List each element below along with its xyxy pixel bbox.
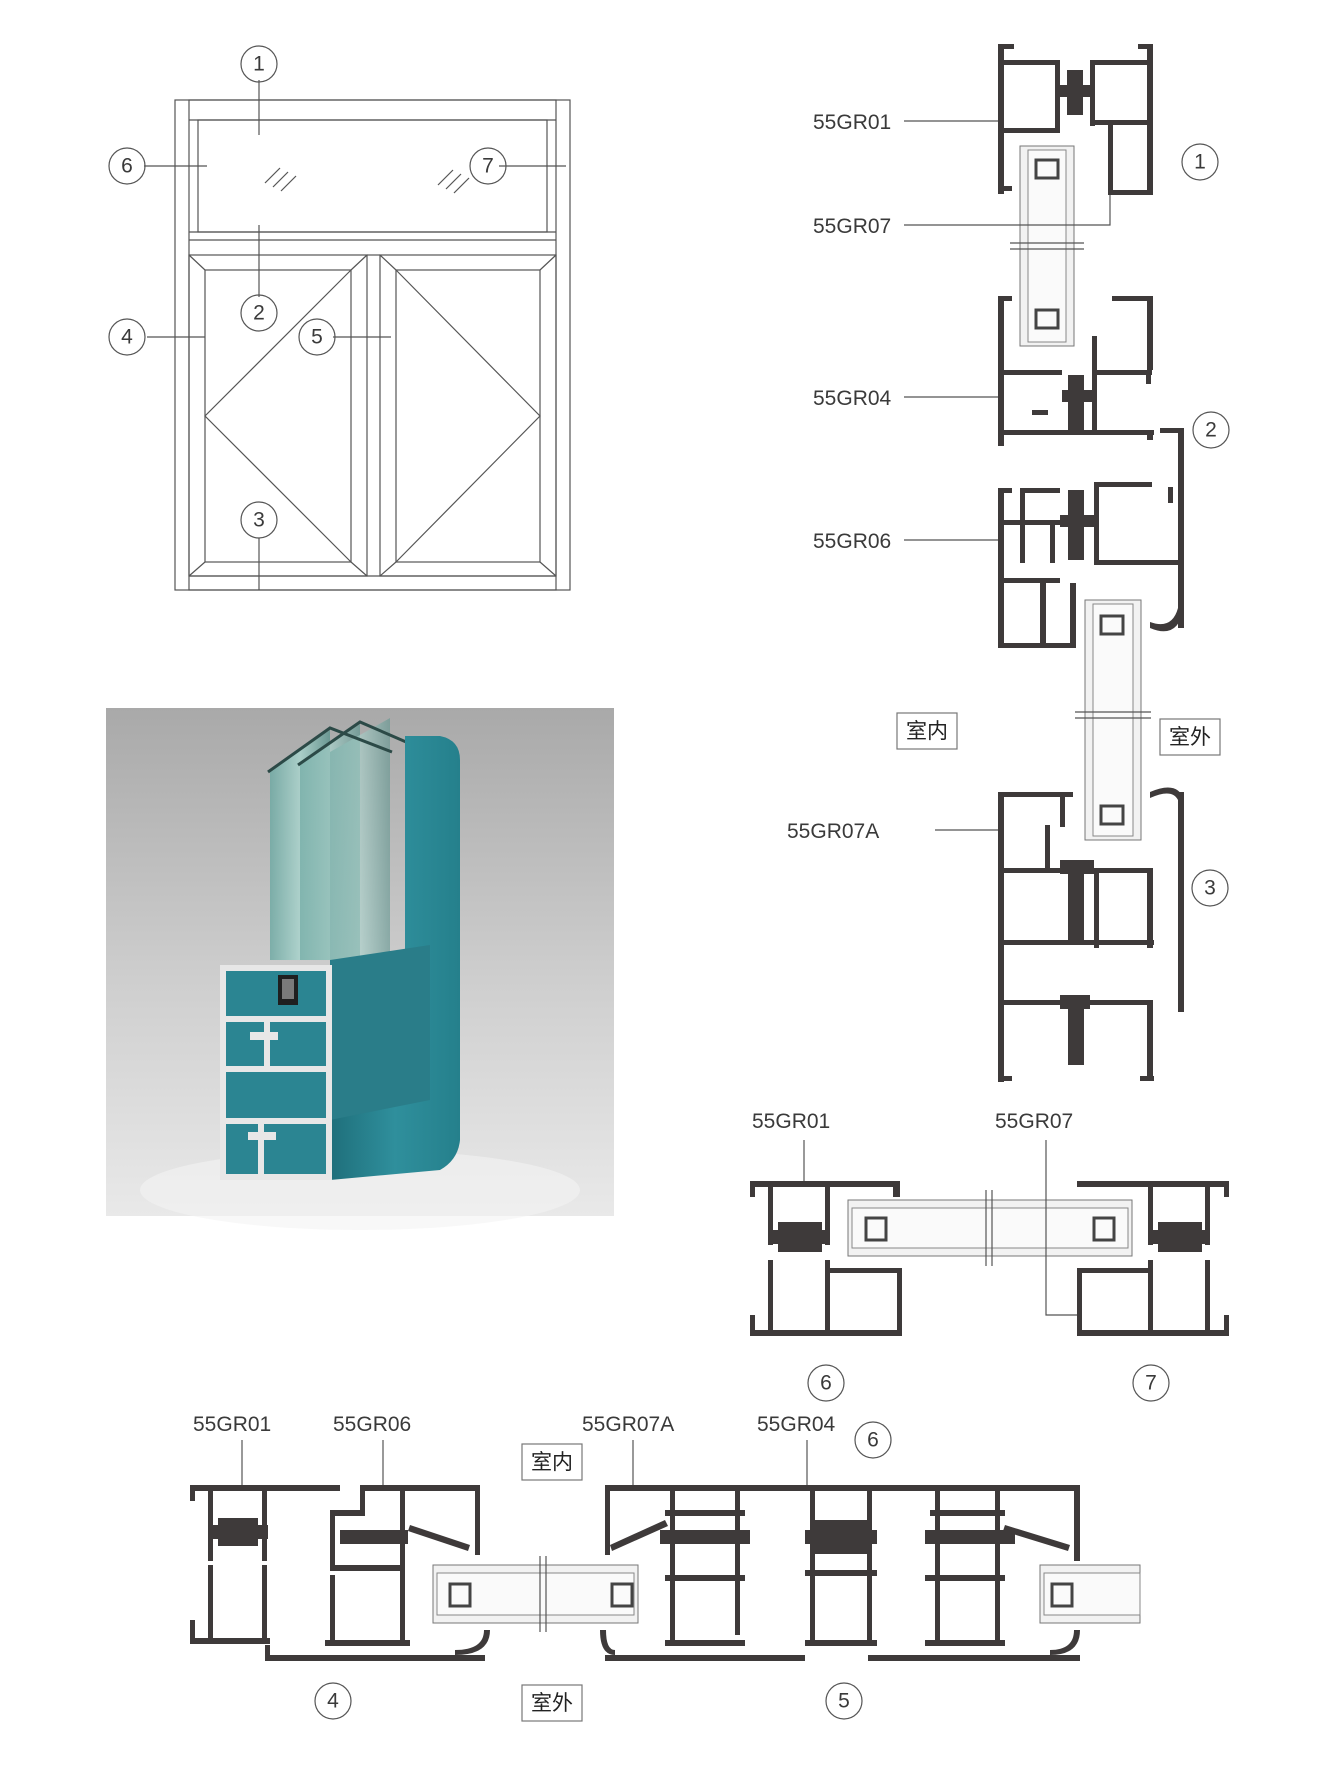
profile-55gr07a-bottom [600, 1485, 805, 1661]
profile-55gr06-vertical [998, 482, 1184, 648]
callout-2: 2 [240, 294, 278, 332]
profile-55gr01-bottom [190, 1485, 340, 1644]
window-elevation: 1 6 7 2 4 5 3 [108, 45, 571, 591]
vertical-section: 55GR01 55GR07 1 55GR04 55GR06 2 室内 室外 55… [787, 44, 1230, 1082]
left-sash [188, 254, 368, 577]
inside-tag: 室内 [896, 712, 958, 750]
marker-4: 4 [314, 1682, 352, 1720]
svg-text:4: 4 [121, 326, 133, 349]
label-55gr07a-b: 55GR07A [582, 1413, 674, 1436]
svg-text:室内: 室内 [906, 719, 948, 743]
marker-5: 5 [825, 1682, 863, 1720]
label-55gr07a: 55GR07A [787, 820, 879, 843]
profile-55gr01-horizontal [750, 1181, 902, 1336]
label-55gr04: 55GR04 [813, 387, 892, 410]
label-55gr01: 55GR01 [813, 111, 891, 134]
marker-1: 1 [1181, 143, 1219, 181]
svg-text:室外: 室外 [1169, 725, 1211, 749]
right-sash [379, 254, 557, 577]
glass-hatch-icon [264, 167, 470, 194]
label-55gr06-b: 55GR06 [333, 1413, 411, 1436]
label-55gr07-h: 55GR07 [995, 1110, 1073, 1133]
callout-7: 7 [469, 147, 507, 185]
outside-tag-b: 室外 [521, 1684, 583, 1722]
svg-text:6: 6 [121, 155, 133, 178]
section-4-5: 55GR01 55GR06 55GR07A 55GR04 6 室内 室外 4 5 [190, 1413, 1141, 1722]
outer-frame [174, 99, 571, 591]
svg-text:4: 4 [327, 1690, 339, 1713]
callout-5: 5 [298, 318, 336, 356]
inside-tag-b: 室内 [521, 1443, 583, 1481]
svg-text:3: 3 [1204, 877, 1216, 900]
svg-text:1: 1 [253, 53, 265, 76]
profile-55gr04-vertical [998, 296, 1184, 628]
svg-text:7: 7 [482, 155, 494, 178]
marker-3: 3 [1191, 869, 1229, 907]
callout-3: 3 [240, 501, 278, 539]
label-55gr01-b: 55GR01 [193, 1413, 271, 1436]
outside-tag: 室外 [1159, 718, 1221, 756]
profile-55gr07-horizontal [1077, 1181, 1229, 1336]
marker-7: 7 [1132, 1364, 1170, 1402]
label-55gr01-h: 55GR01 [752, 1110, 830, 1133]
label-55gr06: 55GR06 [813, 530, 891, 553]
callout-4: 4 [108, 318, 146, 356]
svg-text:室内: 室内 [531, 1450, 573, 1474]
callout-1: 1 [240, 45, 278, 83]
svg-text:1: 1 [1194, 151, 1206, 174]
svg-text:3: 3 [253, 509, 265, 532]
profile-55gr06-bottom [265, 1485, 490, 1661]
callout-6: 6 [108, 147, 146, 185]
svg-text:5: 5 [838, 1690, 850, 1713]
svg-text:5: 5 [311, 326, 323, 349]
label-55gr04-b: 55GR04 [757, 1413, 836, 1436]
svg-text:室外: 室外 [531, 1691, 573, 1715]
label-55gr07: 55GR07 [813, 215, 891, 238]
marker-2: 2 [1192, 411, 1230, 449]
svg-text:2: 2 [253, 302, 265, 325]
profile-55gr04-bottom [740, 1485, 1080, 1661]
profile-55gr01-vertical [998, 44, 1153, 195]
transom-glass [197, 119, 548, 233]
svg-text:7: 7 [1145, 1372, 1157, 1395]
section-6-7: 55GR01 55GR07 6 7 [750, 1110, 1229, 1402]
svg-text:6: 6 [867, 1429, 879, 1452]
profile-3d-render [106, 708, 614, 1230]
svg-text:6: 6 [820, 1372, 832, 1395]
marker-6b: 6 [854, 1421, 892, 1459]
profile-55gr07a-vertical [998, 787, 1184, 1082]
marker-6: 6 [807, 1364, 845, 1402]
svg-text:2: 2 [1205, 419, 1217, 442]
